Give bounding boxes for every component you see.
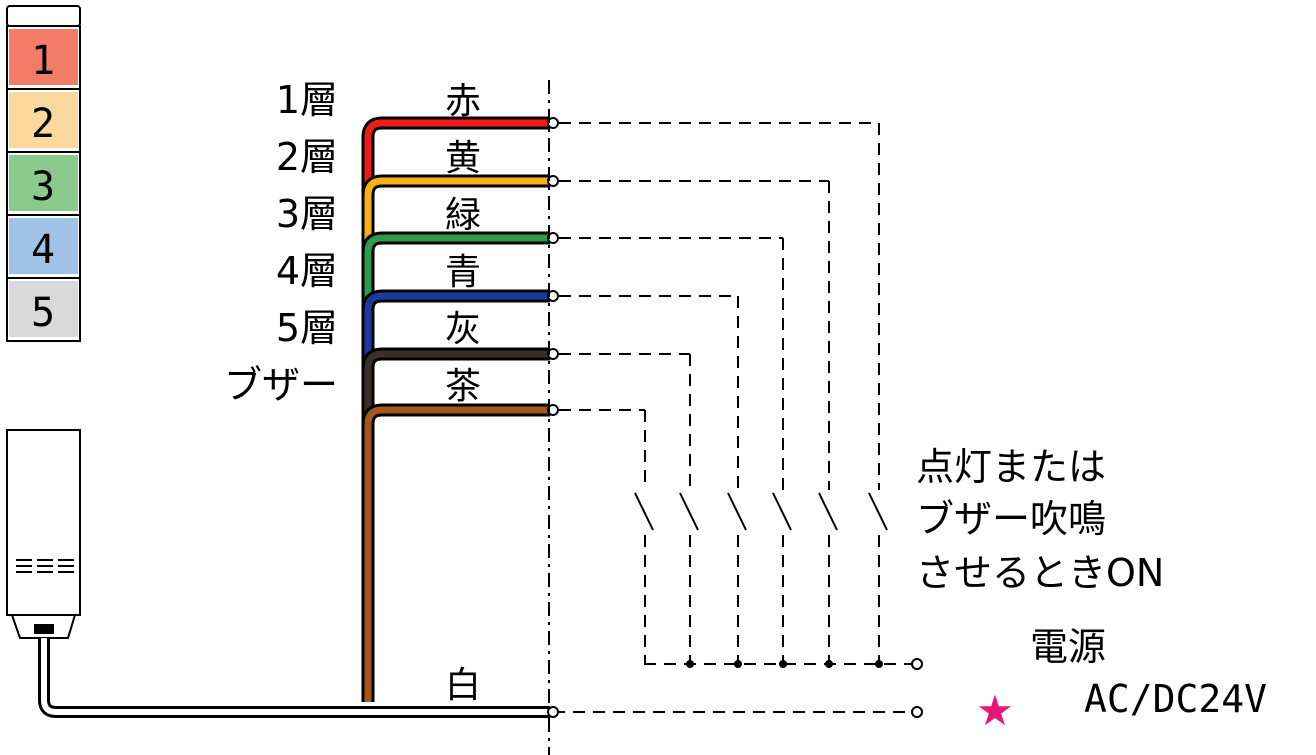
color-label: 黄 <box>445 138 481 179</box>
switch-5 <box>679 492 699 531</box>
tower-segment-5: 5 <box>6 277 81 342</box>
color-label: 青 <box>445 252 481 293</box>
layer-label: 2層 <box>276 135 338 179</box>
switch-line-2 <box>559 180 838 668</box>
power-label: 電源 <box>1030 625 1106 669</box>
wire-4 <box>361 289 559 702</box>
junction-dot <box>875 660 883 668</box>
tower-connector <box>34 624 54 634</box>
layer-label: 4層 <box>276 249 338 293</box>
color-label: 赤 <box>445 81 481 122</box>
layer-label: 5層 <box>276 306 338 350</box>
switch-4 <box>727 492 747 531</box>
tower-segment-label: 3 <box>31 164 55 210</box>
tower-segment-4: 4 <box>6 214 81 279</box>
wire-6 <box>361 403 559 702</box>
tower-segment-label: 5 <box>31 290 55 336</box>
layer-label: ブザー <box>224 363 338 407</box>
power-terminal-1 <box>911 658 923 670</box>
power-star-marker: ★ <box>976 686 1014 735</box>
wire-2 <box>361 174 559 702</box>
tower-segment-3: 3 <box>6 151 81 216</box>
tower-vents <box>16 559 74 573</box>
layer-label: 1層 <box>276 78 338 122</box>
tower-segment-label: 2 <box>31 101 55 147</box>
switch-note-line-2: ブザー吹鳴 <box>916 497 1106 541</box>
tower-segment-1: 1 <box>6 25 81 90</box>
junction-dot <box>779 660 787 668</box>
signal-tower: 1 2 3 4 5 <box>6 5 81 639</box>
switch-line-6 <box>559 409 654 664</box>
color-label: 緑 <box>445 195 481 236</box>
switch-note-line-1: 点灯または <box>916 445 1106 489</box>
switch-line-5 <box>559 353 699 668</box>
tower-body <box>6 429 81 616</box>
switch-1 <box>868 492 888 531</box>
tower-cap <box>6 5 81 27</box>
wire-3 <box>361 231 559 702</box>
power-spec: AC/DC24V <box>1084 677 1267 721</box>
power-terminal-2 <box>911 706 923 718</box>
junction-dot <box>734 660 742 668</box>
tower-segment-label: 4 <box>31 227 55 273</box>
common-line <box>547 706 923 718</box>
switch-2 <box>818 492 838 531</box>
switch-line-4 <box>559 295 747 668</box>
switch-line-1 <box>559 122 888 668</box>
switch-3 <box>772 492 792 531</box>
switch-common-bus <box>644 658 923 670</box>
tower-segment-2: 2 <box>6 88 81 153</box>
color-label: 灰 <box>445 309 481 350</box>
color-label: 茶 <box>445 366 481 407</box>
switch-line-3 <box>559 237 792 668</box>
layer-label: 3層 <box>276 192 338 236</box>
switch-6 <box>634 492 654 531</box>
switch-note-line-3: させるときON <box>916 551 1164 595</box>
terminal-common <box>547 706 559 718</box>
white-wire <box>41 638 550 715</box>
color-label-white: 白 <box>445 665 481 706</box>
tower-segment-label: 1 <box>31 38 55 84</box>
